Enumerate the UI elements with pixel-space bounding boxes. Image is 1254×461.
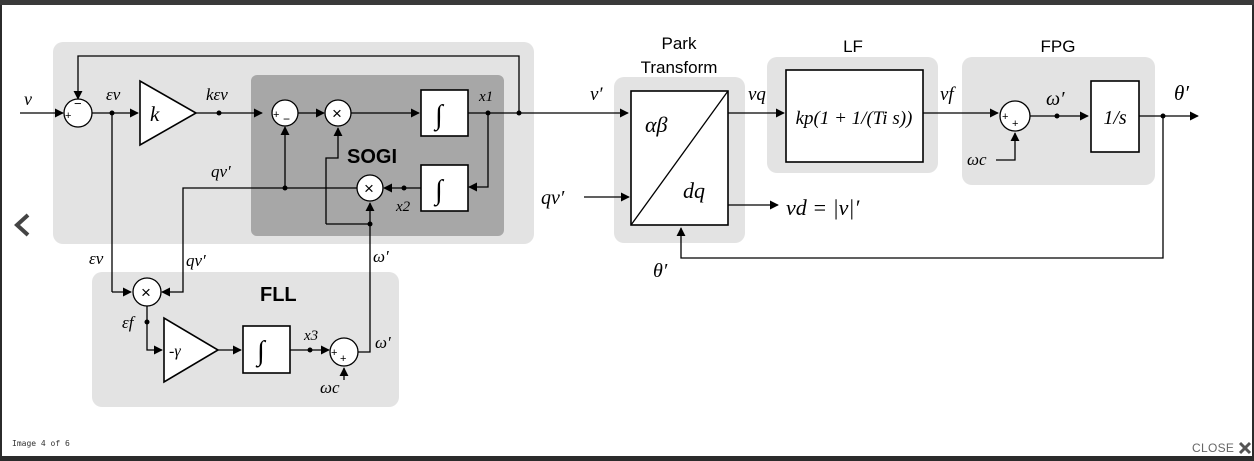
sum-fpg-plus2: + — [1012, 118, 1018, 130]
dot-omega — [367, 221, 373, 227]
signal-v-prime: v′ — [590, 84, 603, 105]
signal-qv-sogi: qv′ — [211, 162, 231, 181]
close-x-icon — [1239, 441, 1252, 455]
sum-input-minus: − — [74, 96, 82, 111]
signal-x2: x2 — [395, 199, 411, 215]
sum-fll-plus2: + — [340, 353, 346, 365]
integrator-2 — [420, 164, 469, 212]
sum-sogi-minus: − — [283, 112, 290, 126]
mult-bottom-x: × — [364, 179, 374, 198]
signal-qv-park: qv′ — [541, 187, 565, 209]
signal-v: v — [24, 89, 32, 109]
sum-input-plus: + — [65, 110, 71, 122]
dot-k-eps — [216, 110, 222, 116]
chevron-left-icon — [14, 213, 30, 237]
dot-x3 — [307, 347, 313, 353]
wire-omega-out — [358, 340, 371, 353]
park-label-line1: Park — [662, 34, 697, 53]
dot-vprime — [516, 110, 522, 116]
wire-qv-to-fll — [161, 187, 285, 297]
sum-sogi-plus: + — [273, 109, 279, 121]
dot-omega-fpg — [1054, 113, 1060, 119]
close-button[interactable]: CLOSE — [1192, 438, 1252, 458]
wire-theta-feedback — [676, 116, 1164, 259]
park-alpha-beta: αβ — [645, 112, 668, 137]
gain-gamma-label: -γ — [169, 343, 181, 360]
signal-vd: vd = |v|′ — [786, 195, 860, 220]
signal-vq: vq — [748, 84, 766, 105]
gain-k-block — [139, 79, 198, 147]
signal-qv-fll: qv′ — [186, 251, 206, 270]
image-counter: Image 4 of 6 — [12, 439, 70, 448]
fpg-label: FPG — [1041, 37, 1076, 56]
loop-filter-block — [785, 69, 924, 163]
signal-eps-v: εv — [106, 85, 121, 104]
wire-feedback-vprime — [73, 55, 520, 113]
signal-omega-sogi: ω′ — [373, 247, 389, 266]
signal-omega-fpg: ω′ — [1046, 88, 1065, 110]
dot-x2 — [401, 185, 407, 191]
park-diagonal — [630, 90, 729, 226]
signal-eps-f: εf — [122, 313, 136, 332]
pll-block-diagram: SOGI FLL Park Transform LF FPG v + − εv … — [20, 34, 1199, 407]
mult-fll-x: × — [141, 283, 151, 302]
integrator-3 — [242, 325, 291, 374]
gain-gamma-block — [163, 316, 220, 384]
wire-omega-c-fpg — [996, 132, 1020, 161]
integrator-1 — [420, 89, 469, 137]
integrator-1-symbol: ∫ — [433, 100, 445, 132]
signal-vf: vf — [940, 84, 956, 105]
signal-omega-c-fpg: ωc — [967, 150, 987, 169]
signal-theta-park: θ′ — [653, 260, 668, 282]
fll-label: FLL — [260, 284, 297, 306]
park-dq: dq — [683, 178, 705, 203]
previous-image-button[interactable] — [8, 205, 38, 245]
dot-eps-f — [144, 319, 150, 325]
image-frame: SOGI FLL Park Transform LF FPG v + − εv … — [2, 5, 1252, 456]
sum-fpg-plus1: + — [1002, 111, 1008, 123]
park-label-line2: Transform — [641, 58, 718, 77]
lf-label: LF — [843, 37, 863, 56]
gain-k-label: k — [150, 102, 160, 126]
mult-top-x: × — [332, 104, 342, 123]
signal-omega-fll: ω′ — [375, 333, 391, 352]
fpg-transfer-function: 1/s — [1103, 107, 1127, 129]
signal-omega-c-fll: ωc — [320, 378, 340, 397]
top-strip — [0, 0, 1254, 5]
integrator-2-symbol: ∫ — [433, 175, 445, 207]
wire-keps-mult2 — [325, 127, 343, 224]
loop-filter-formula: kp(1 + 1/(Ti s)) — [796, 108, 913, 129]
wire-x1-int2 — [468, 113, 489, 192]
integrator-3-symbol: ∫ — [255, 336, 267, 368]
close-label: CLOSE — [1192, 441, 1235, 455]
signal-theta-out: θ′ — [1174, 81, 1189, 105]
sogi-label: SOGI — [347, 146, 397, 168]
signal-k-eps-v: kεv — [206, 85, 228, 104]
signal-x3: x3 — [303, 328, 318, 344]
signal-x1: x1 — [478, 89, 493, 105]
sum-fll-plus1: + — [331, 347, 337, 359]
signal-eps-v-fll: εv — [89, 249, 104, 268]
